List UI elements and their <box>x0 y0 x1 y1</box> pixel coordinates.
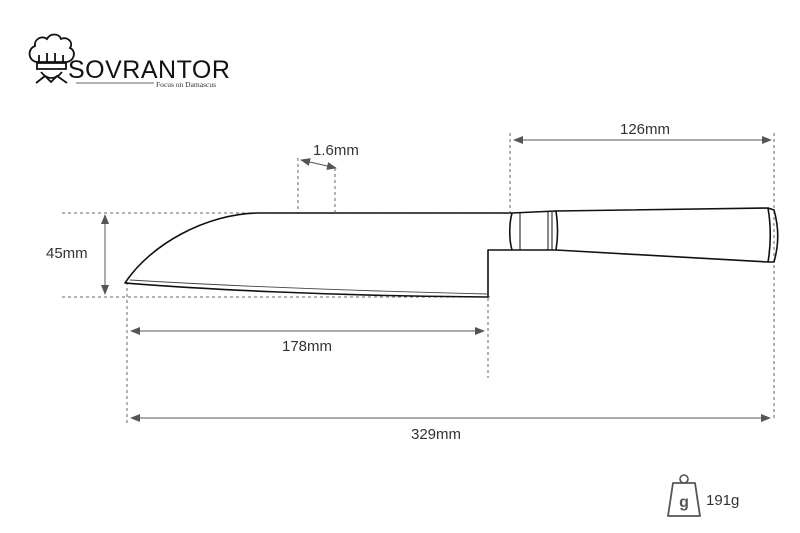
weight-icon-letter: g <box>679 494 689 511</box>
handle <box>555 207 772 263</box>
blade-length-label: 178mm <box>282 338 332 355</box>
brand-name: SOVRANTOR <box>68 56 230 84</box>
total-length-label: 329mm <box>411 426 461 443</box>
weight-indicator: g 191g <box>667 474 739 517</box>
chef-hat-icon <box>28 33 75 84</box>
weight-value: 191g <box>706 492 739 509</box>
weight-icon: g <box>667 474 701 517</box>
blade-height-label: 45mm <box>46 245 88 262</box>
dimension-lines <box>101 136 772 422</box>
handle-cap <box>767 207 779 263</box>
blade-thickness-label: 1.6mm <box>313 142 359 159</box>
extension-lines <box>62 133 775 425</box>
handle-length-label: 126mm <box>620 121 670 138</box>
bolster <box>508 210 559 251</box>
brand-logo: SOVRANTOR Focus on Damascus <box>28 33 230 89</box>
brand-tagline: Focus on Damascus <box>156 80 216 89</box>
knife-outline <box>124 207 779 298</box>
blade <box>124 212 512 298</box>
